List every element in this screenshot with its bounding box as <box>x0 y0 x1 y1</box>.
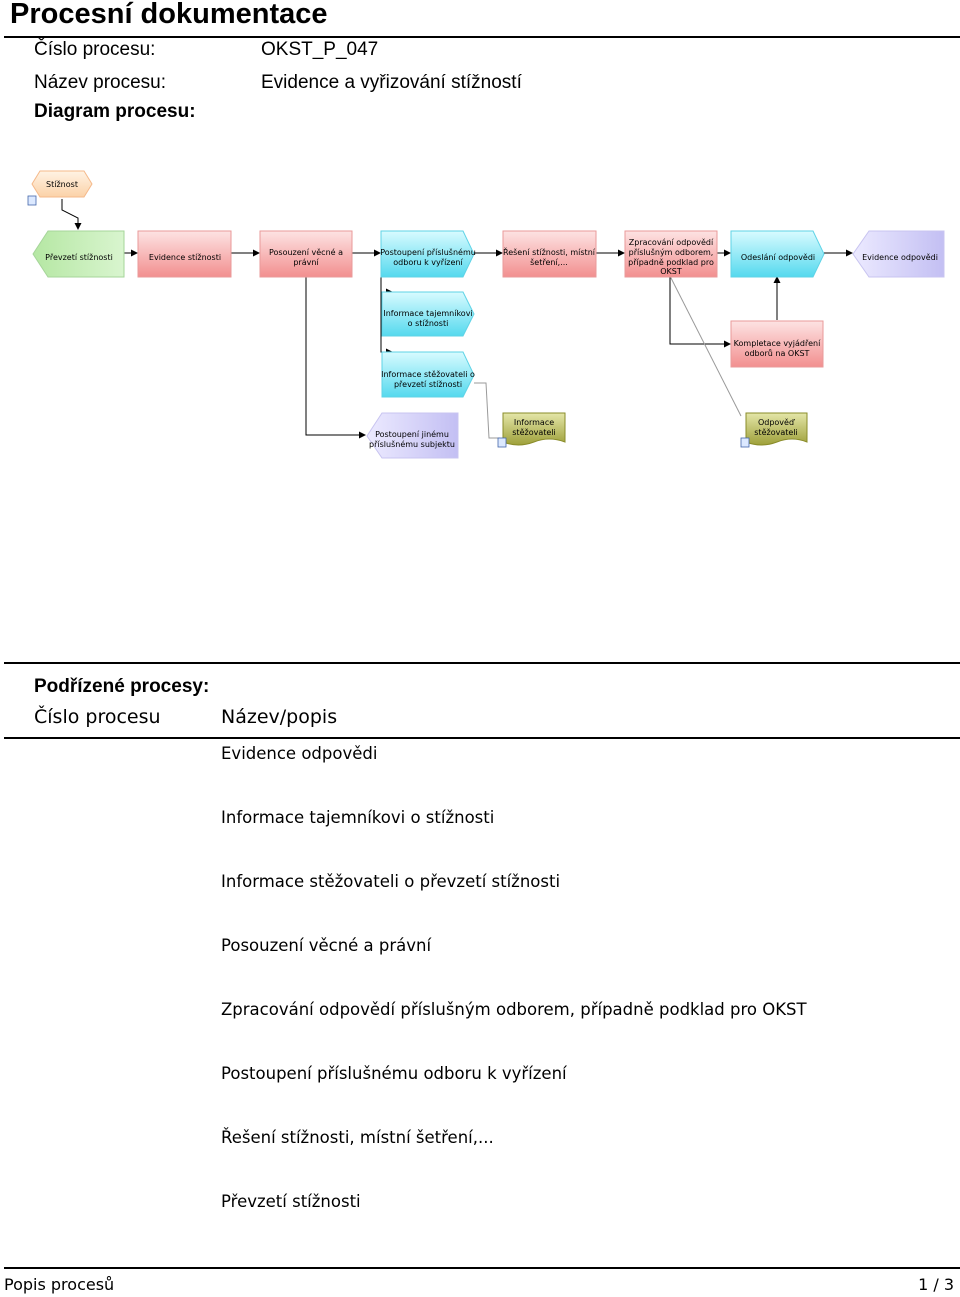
svg-text:Informace: Informace <box>514 418 554 427</box>
document-icon <box>27 195 37 206</box>
doc-odpoved-stezovateli: Odpověď stěžovateli <box>745 412 808 446</box>
svg-text:šetření,...: šetření,... <box>530 257 568 267</box>
svg-text:Postoupení příslušnému: Postoupení příslušnému <box>380 247 476 257</box>
process-name-value: Evidence a vyřizování stížností <box>261 72 522 93</box>
subprocesses-title: Podřízené procesy: <box>34 676 210 697</box>
diagram-label: Diagram procesu: <box>34 101 196 122</box>
process-number-label: Číslo procesu: <box>34 39 156 60</box>
subprocess-item: Převzetí stížnosti <box>221 1192 361 1211</box>
subprocess-item: Informace tajemníkovi o stížnosti <box>221 808 495 827</box>
column-header-name: Název/popis <box>221 706 338 728</box>
node-postoupeni-odboru: Postoupení příslušnému odboru k vyřízení <box>380 230 476 278</box>
subprocess-item: Postoupení příslušnému odboru k vyřízení <box>221 1064 567 1083</box>
document-icon <box>740 437 750 448</box>
page-title: Procesní dokumentace <box>10 0 328 30</box>
subprocess-item: Evidence odpovědi <box>221 744 378 763</box>
svg-text:Evidence odpovědi: Evidence odpovědi <box>862 253 938 262</box>
doc-informace-stezovateli: Informace stěžovateli <box>502 412 566 446</box>
subprocess-item: Zpracování odpovědí příslušným odborem, … <box>221 1000 807 1019</box>
event-complaint: Stížnost <box>31 170 93 198</box>
node-evidence-odpovedi: Evidence odpovědi <box>852 230 945 278</box>
svg-text:Postoupení jinému: Postoupení jinému <box>375 429 449 439</box>
subprocess-item: Řešení stížnosti, místní šetření,... <box>221 1128 494 1147</box>
event-complaint-label: Stížnost <box>46 180 78 189</box>
svg-text:stěžovateli: stěžovateli <box>512 428 555 437</box>
page-number: 1 / 3 <box>918 1275 954 1294</box>
footer-left: Popis procesů <box>4 1275 115 1294</box>
node-kompletace: Kompletace vyjádření odborů na OKST <box>730 320 824 368</box>
node-info-stezovateli: Informace stěžovateli o převzetí stížnos… <box>381 351 475 398</box>
svg-text:Odeslání odpovědi: Odeslání odpovědi <box>741 253 815 262</box>
svg-text:odboru k vyřízení: odboru k vyřízení <box>393 258 463 267</box>
svg-text:OKST: OKST <box>660 267 682 276</box>
svg-text:právní: právní <box>293 258 319 267</box>
node-postoupeni-subjektu: Postoupení jinému příslušnému subjektu <box>366 412 459 459</box>
process-diagram: Stížnost Převzetí stížnosti Evidence stí… <box>27 170 945 459</box>
node-posouzeni: Posouzení věcné a právní <box>259 230 353 278</box>
document-icon <box>497 437 507 448</box>
svg-text:převzetí stížnosti: převzetí stížnosti <box>394 380 462 389</box>
svg-text:případně podklad pro: případně podklad pro <box>628 258 714 267</box>
svg-text:Informace stěžovateli o: Informace stěžovateli o <box>381 370 475 379</box>
footer-rule <box>4 1267 960 1269</box>
svg-text:o stížnosti: o stížnosti <box>408 319 449 328</box>
process-number-value: OKST_P_047 <box>261 39 379 60</box>
subprocess-item: Informace stěžovateli o převzetí stížnos… <box>221 872 561 891</box>
header-rule <box>4 36 960 38</box>
node-reseni: Řešení stížnosti, místní šetření,... <box>502 230 597 278</box>
svg-text:Odpověď: Odpověď <box>758 418 795 427</box>
subprocess-item: Posouzení věcné a právní <box>221 936 432 955</box>
process-name-label: Název procesu: <box>34 72 167 93</box>
node-info-tajemnikovi: Informace tajemníkovi o stížnosti <box>381 291 475 337</box>
node-prevzeti: Převzetí stížnosti <box>32 230 125 278</box>
column-header-number: Číslo procesu <box>34 706 161 728</box>
svg-text:Informace tajemníkovi: Informace tajemníkovi <box>383 309 472 318</box>
section-rule <box>4 662 960 664</box>
table-header-rule <box>4 737 960 739</box>
svg-text:příslušným odborem,: příslušným odborem, <box>629 247 714 257</box>
svg-text:Řešení stížnosti, místní: Řešení stížnosti, místní <box>503 247 596 257</box>
svg-text:Převzetí stížnosti: Převzetí stížnosti <box>45 253 113 262</box>
svg-text:Kompletace vyjádření: Kompletace vyjádření <box>734 339 821 348</box>
node-zpracovani: Zpracování odpovědí příslušným odborem, … <box>624 230 718 278</box>
svg-text:Evidence stížnosti: Evidence stížnosti <box>149 253 221 262</box>
svg-text:Posouzení věcné a: Posouzení věcné a <box>269 247 343 257</box>
svg-text:příslušnému subjektu: příslušnému subjektu <box>369 439 455 449</box>
node-odeslani: Odeslání odpovědi <box>730 230 825 278</box>
svg-text:odborů na OKST: odborů na OKST <box>745 348 810 358</box>
node-evidence-stiznosti: Evidence stížnosti <box>137 230 232 278</box>
svg-text:stěžovateli: stěžovateli <box>754 428 797 437</box>
svg-text:Zpracování odpovědí: Zpracování odpovědí <box>629 238 714 247</box>
